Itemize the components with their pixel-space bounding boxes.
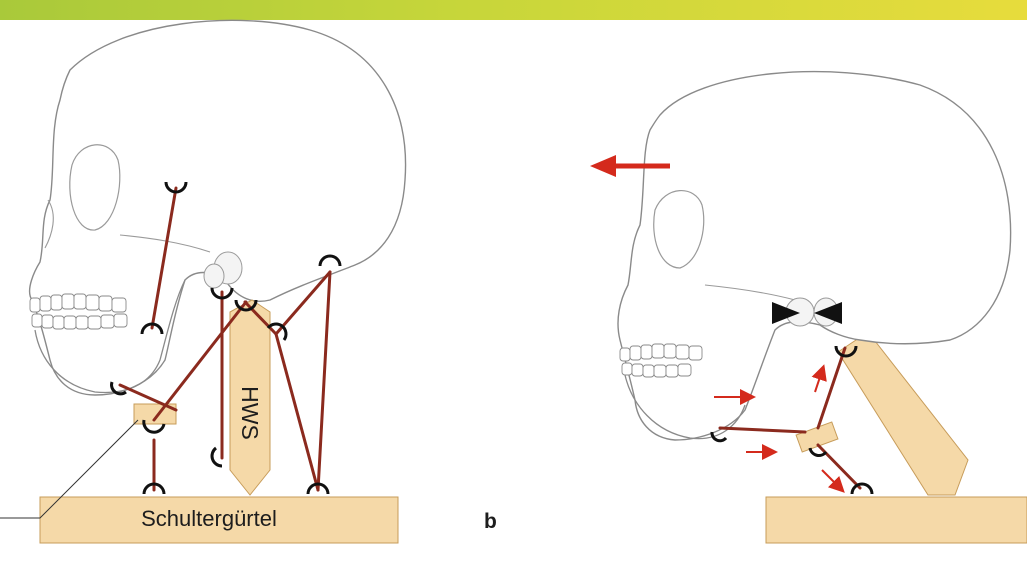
panel-b-letter: b [484,510,497,534]
skull-outline-b [618,72,1011,440]
panel-a [0,20,406,543]
panel-b [590,72,1027,543]
mastoid-a2 [204,264,224,288]
hws-spine-block-b [838,332,968,495]
hws-label: HWS [237,383,263,443]
shoulder-girdle-label: Schultergürtel [0,506,398,538]
shoulder-girdle-block-b [766,497,1027,543]
